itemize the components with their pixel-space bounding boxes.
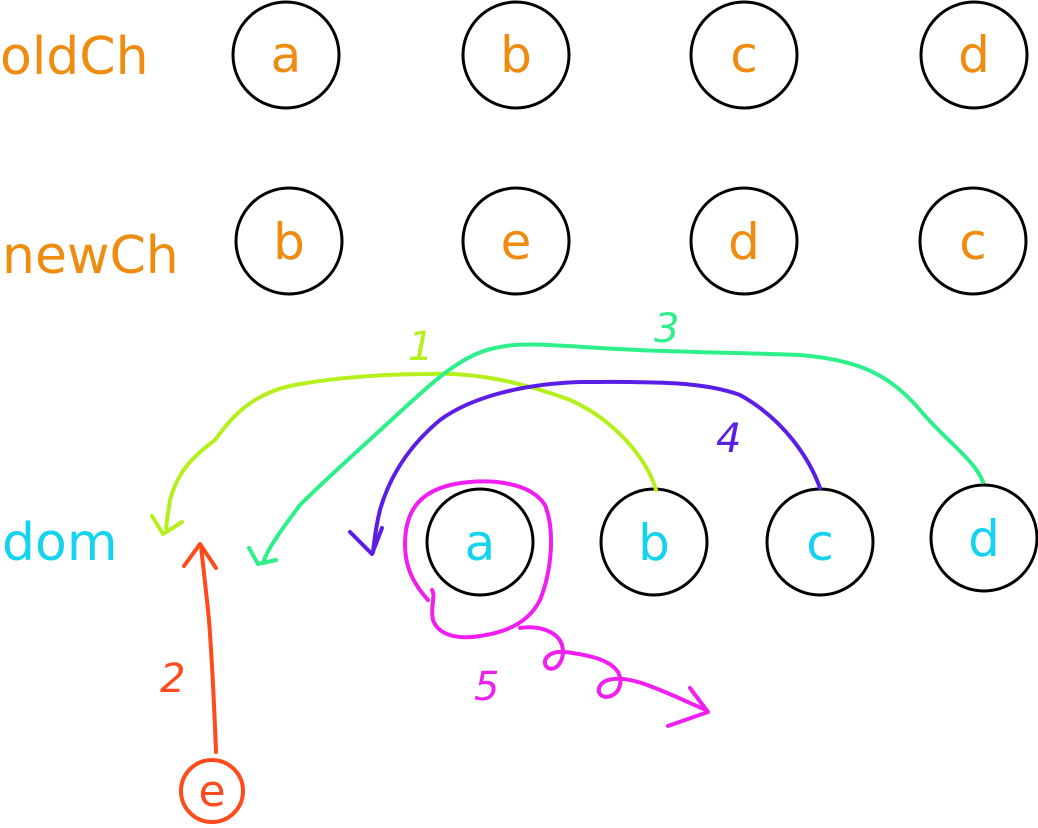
step-3-arrow: 3 [247, 306, 985, 566]
newch-node-c-label: c [959, 213, 987, 271]
step-5-label: 5 [474, 664, 499, 710]
oldch-node-a: a [231, 0, 341, 110]
oldch-node-c-label: c [730, 26, 758, 84]
step-4-arrow: 4 [348, 379, 822, 556]
oldch-node-b-label: b [500, 26, 532, 84]
step-2-arrow: 2 e [160, 542, 245, 824]
newch-node-d: d [689, 186, 799, 296]
step-1-curve [164, 371, 658, 530]
newch-node-e: e [461, 186, 571, 296]
step-1-arrowhead [150, 514, 184, 536]
inserted-node-e: e [179, 758, 245, 824]
inserted-node-e-label: e [198, 766, 225, 817]
newch-node-b-label: b [273, 213, 305, 271]
step-4-arrowhead [348, 526, 384, 556]
newch-node-d-label: d [728, 213, 760, 271]
oldch-node-d: d [919, 0, 1029, 110]
dom-node-a-label: a [465, 514, 496, 572]
step-3-label: 3 [654, 306, 679, 352]
oldch-node-a-label: a [271, 26, 302, 84]
step-5-curve [403, 479, 554, 640]
newch-node-c: c [918, 186, 1028, 296]
step-2-arrowhead [182, 542, 218, 570]
dom-node-b-label: b [638, 514, 670, 572]
dom-node-a: a [425, 487, 535, 597]
step-4-curve [371, 379, 822, 554]
oldch-node-d-label: d [958, 26, 990, 84]
step-1-arrow: 1 [150, 324, 658, 536]
step-5-arrow: 5 [403, 479, 710, 728]
step-3-curve [262, 342, 985, 562]
step-5-arrowhead [666, 686, 710, 728]
oldch-node-b: b [461, 0, 571, 110]
step-5-squiggle [518, 625, 708, 712]
oldch-node-c: c [689, 0, 799, 110]
newch-label: newCh [2, 226, 179, 286]
step-4-label: 4 [716, 416, 741, 462]
step-3-arrowhead [247, 546, 278, 566]
dom-node-c: c [765, 487, 875, 597]
newch-node-e-label: e [501, 213, 532, 271]
step-1-label: 1 [408, 324, 433, 370]
step-2-label: 2 [160, 656, 185, 702]
newch-node-b: b [234, 186, 344, 296]
dom-node-d: d [929, 483, 1038, 593]
dom-label: dom [2, 513, 117, 573]
dom-node-b: b [599, 487, 709, 597]
step-2-line [199, 544, 218, 754]
dom-node-d-label: d [968, 510, 1000, 568]
dom-node-c-label: c [806, 514, 834, 572]
oldch-label: oldCh [0, 27, 149, 87]
